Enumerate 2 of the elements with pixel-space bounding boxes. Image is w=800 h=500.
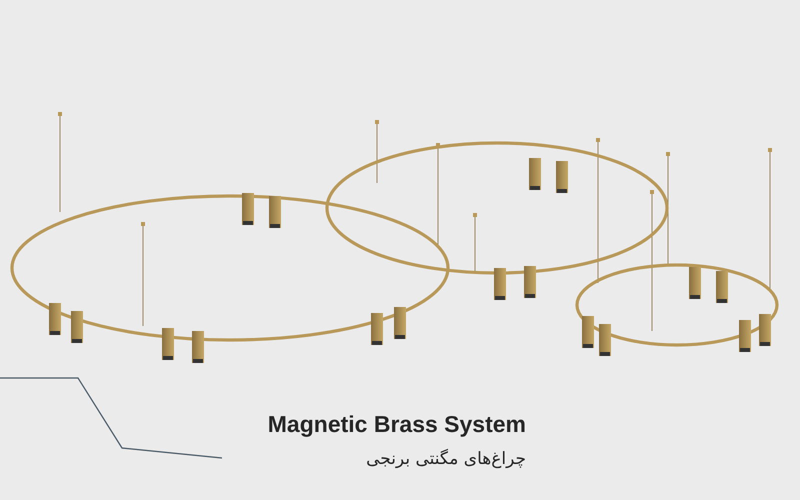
- subtitle: چراغ‌های مگنتی برنجی: [366, 449, 526, 469]
- title: Magnetic Brass System: [268, 411, 526, 438]
